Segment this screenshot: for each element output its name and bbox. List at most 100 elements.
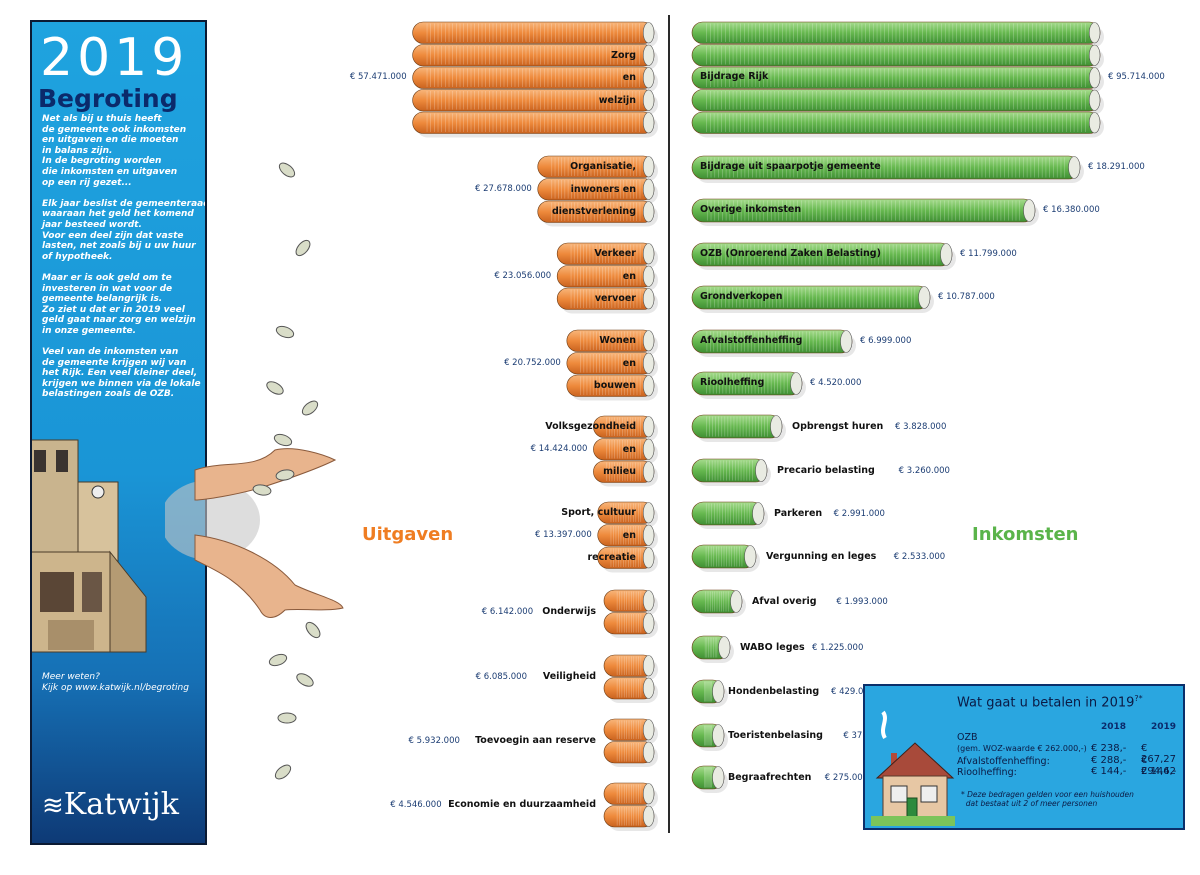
income-label: Afval overig [752,596,817,607]
income-label: Parkeren [774,508,823,519]
expense-bar [556,265,658,291]
expense-label: milieu [603,466,636,477]
expense-bar [412,44,658,70]
income-amount: € 2.533.000 [893,552,946,562]
income-bar [691,89,1104,115]
income-label: Hondenbelasting [728,686,820,697]
income-amount: € 1.993.000 [836,597,888,607]
income-amount: € 429.000 [831,687,875,697]
income-amount: € 3.828.000 [895,422,947,432]
house-illustration [871,710,955,826]
expense-label: Veiligheid [542,670,596,682]
sidebar-title: Begroting [38,84,178,113]
expense-bar [593,415,658,442]
expense-bar [566,352,658,378]
expense-bar [603,612,658,638]
expense-bar [597,501,658,528]
income-label: Bijdrage Rijk [700,71,769,83]
income-label: Precario belasting [777,465,875,476]
income-amount: € 16.380.000 [1043,205,1100,215]
income-bar [691,723,728,751]
expense-label: dienstverlening [551,206,636,217]
expense-amount: € 57.471.000 [349,72,407,83]
tax-row-label: Rioolheffing: [957,767,1017,778]
expense-label: en [622,72,636,83]
tax-box-title: Wat gaat u betalen in 2019?* [957,694,1143,711]
income-bar [691,635,734,663]
income-label: WABO leges [740,642,805,653]
expense-amount: € 6.142.000 [481,606,534,617]
income-bar [691,198,1039,226]
expense-amount: € 27.678.000 [474,183,532,194]
expense-bar [603,782,658,809]
income-bar [691,501,768,529]
year-column-2018: 2018 [1101,722,1127,732]
expense-bar [597,524,658,550]
tax-row-sublabel: (gem. WOZ-waarde € 262.000,-) [957,744,1087,753]
info-sidebar: 2019 Begroting Net als bij u thuis heeft… [30,20,207,845]
income-label: Opbrengst huren [792,421,884,432]
tax-value: € 144,- [1141,766,1177,777]
tax-value: € 294,62 [1141,755,1176,777]
expense-bar [412,66,658,93]
expense-amount: € 6.085.000 [475,671,527,682]
expense-label: Verkeer [594,248,636,259]
expense-label: en [622,443,636,455]
income-bar [691,111,1104,138]
expense-label: Wonen [599,335,636,346]
income-amount: € 4.520.000 [810,378,862,388]
expense-amount: € 4.546.000 [390,799,442,810]
expense-bar [597,546,658,573]
logo-wave-icon: ≋ [42,791,64,821]
income-amount: € 275.000 [824,773,869,783]
sidebar-intro-text: Net als bij u thuis heeft de gemeente oo… [42,114,207,400]
income-bar [691,371,806,399]
expense-bar [593,438,658,464]
expense-bar [603,654,658,681]
expense-label: en [622,357,636,369]
income-label: Afvalstoffenheffing [700,335,803,346]
expense-label: Zorg [611,49,636,61]
expense-bar [566,329,658,356]
expense-amount: € 23.056.000 [494,270,552,281]
income-bar [691,285,934,313]
expense-label: recreatie [587,552,636,563]
income-label: Bijdrage uit spaarpotje gemeente [700,161,881,172]
expense-label: Organisatie, [570,161,636,172]
sidebar-year: 2019 [40,28,189,88]
tax-footnote: * Deze bedragen gelden voor een huishoud… [961,790,1134,808]
tax-row-label: Afvalstoffenheffing: [957,756,1050,767]
expense-label: Volksgezondheid [545,421,636,432]
income-bar [691,44,1104,70]
center-divider [668,15,670,833]
expense-bar [603,677,658,703]
falling-coins [252,162,321,780]
income-bar [691,66,1104,93]
income-amount: € 1.225.000 [812,643,864,653]
income-bar [691,155,1084,183]
sidebar-more-info: Meer weten? Kijk op www.katwijk.nl/begro… [42,672,189,693]
expense-bar [603,741,658,767]
expense-label: welzijn [598,94,636,106]
expenses-heading: Uitgaven [362,524,454,545]
expense-bar [603,805,658,831]
expense-label: Sport, cultuur [561,507,636,518]
income-bar [691,414,786,442]
income-label: Grondverkopen [700,291,783,302]
income-label: Toeristenbelasing [728,730,823,741]
expense-amount: € 14.424.000 [530,443,588,454]
income-bar [691,21,1104,48]
katwijk-logo: ≋Katwijk [42,787,179,822]
expense-bar [537,178,658,204]
income-label: Vergunning en leges [766,551,877,562]
expense-label: en [622,270,636,282]
income-bar [691,765,728,793]
expense-label: Toevoegin aan reserve [475,734,596,746]
income-bar [691,544,760,572]
tax-value: € 238,- [1091,743,1127,754]
income-amount: € 11.799.000 [960,249,1017,259]
year-column-2019: 2019 [1151,722,1177,732]
income-heading: Inkomsten [972,524,1079,545]
income-label: Rioolheffing [700,377,765,388]
income-label: Overige inkomsten [700,204,802,215]
